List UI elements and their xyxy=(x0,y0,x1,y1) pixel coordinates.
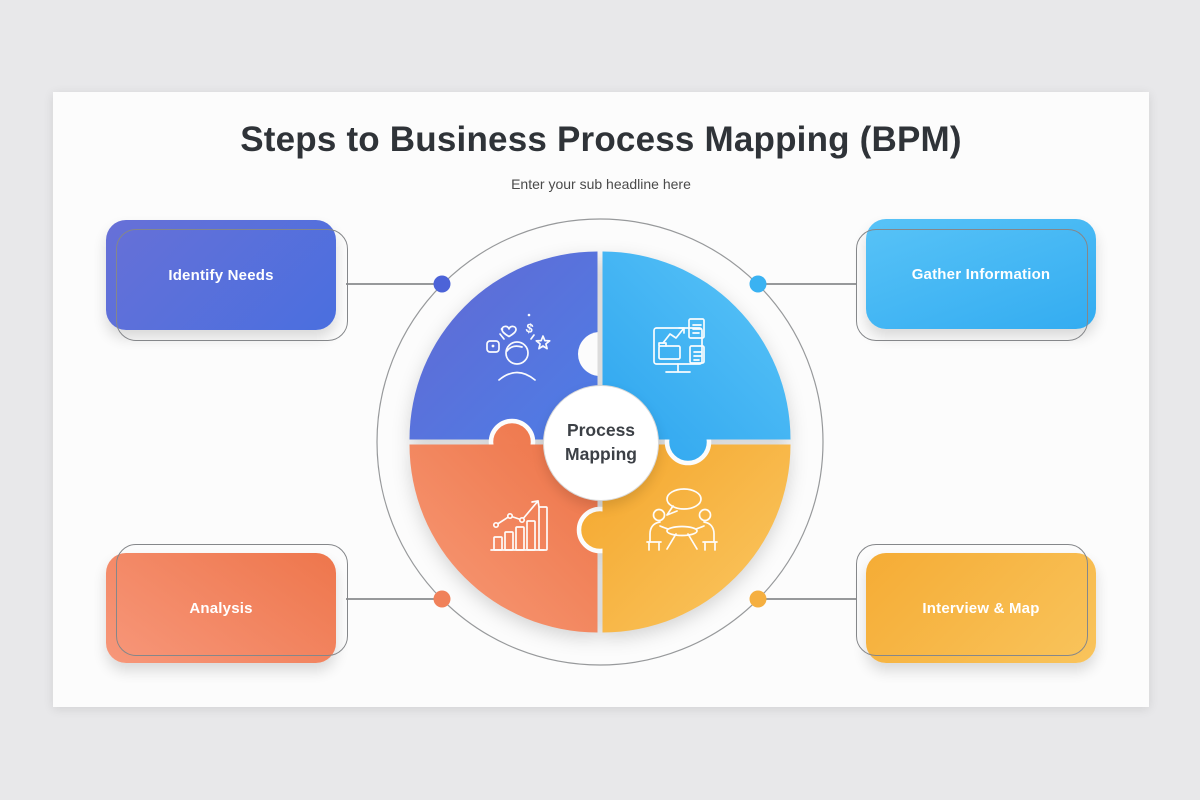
step-box-outline-interview-map xyxy=(856,544,1088,656)
puzzle-piece-identify-needs xyxy=(409,251,598,440)
center-label-line1: Process xyxy=(566,420,636,441)
connector-line-bottom-right xyxy=(758,598,856,600)
svg-text:$: $ xyxy=(524,320,535,336)
connector-line-top-left xyxy=(346,283,442,285)
slide-canvas: Steps to Business Process Mapping (BPM) … xyxy=(53,92,1149,707)
outer-ring xyxy=(376,218,824,666)
connector-dot-bottom-left xyxy=(433,590,451,608)
center-circle: Process Mapping xyxy=(543,385,659,501)
step-box-gather-information: Gather Information xyxy=(866,219,1096,329)
step-label-analysis: Analysis xyxy=(189,599,253,617)
step-label-identify-needs: Identify Needs xyxy=(168,266,274,284)
connector-dot-bottom-right xyxy=(749,590,767,608)
step-box-outline-analysis xyxy=(116,544,348,656)
bpm-diagram: $ xyxy=(376,218,824,666)
step-box-analysis: Analysis xyxy=(106,553,336,663)
step-box-interview-map: Interview & Map xyxy=(866,553,1096,663)
person-ideas-icon: $ xyxy=(486,313,551,381)
connector-line-top-right xyxy=(758,283,856,285)
step-label-gather-information: Gather Information xyxy=(911,265,1051,283)
step-box-identify-needs: Identify Needs xyxy=(106,220,336,330)
monitor-documents-icon xyxy=(653,318,705,373)
puzzle-socket-top xyxy=(578,332,598,376)
connector-line-bottom-left xyxy=(346,598,442,600)
slide-title: Steps to Business Process Mapping (BPM) xyxy=(240,120,962,159)
growth-chart-icon xyxy=(490,500,548,551)
puzzle-piece-interview xyxy=(602,444,791,633)
step-box-outline-identify-needs xyxy=(116,229,348,341)
puzzle-piece-analysis xyxy=(409,444,598,633)
step-box-outline-gather-information xyxy=(856,229,1088,341)
step-label-interview-map: Interview & Map xyxy=(922,599,1040,617)
slide-subtitle: Enter your sub headline here xyxy=(511,176,691,192)
interview-discussion-icon xyxy=(646,488,718,551)
center-label-line2: Mapping xyxy=(565,444,637,464)
connector-dot-top-right xyxy=(749,275,767,293)
connector-dot-top-left xyxy=(433,275,451,293)
